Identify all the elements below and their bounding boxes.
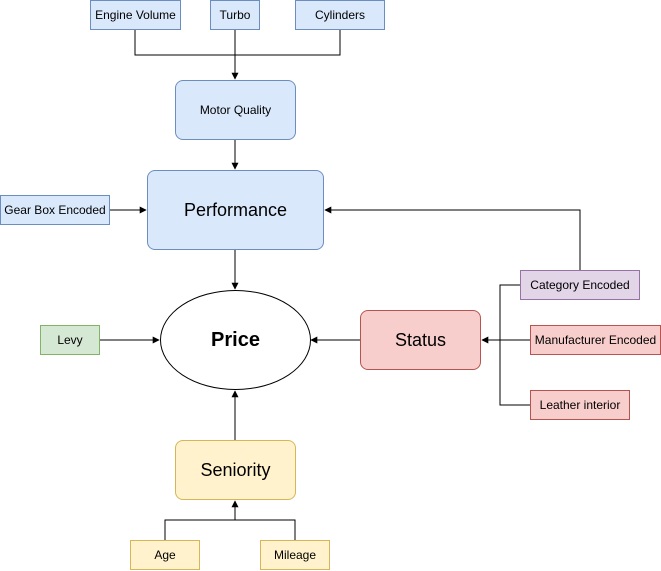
performance-node: Performance [147,170,324,250]
levy-node: Levy [40,325,100,355]
status-node: Status [360,310,481,370]
seniority-node: Seniority [175,440,296,500]
mileage-node: Mileage [260,540,330,570]
leather-interior-node: Leather interior [530,390,630,420]
edge-engine-volume-to-motor-quality [134,30,235,56]
turbo-node: Turbo [210,0,260,30]
age-node: Age [130,540,200,570]
price-node: Price [160,290,311,390]
edge-cylinders-to-motor-quality [235,30,341,56]
cylinders-node: Cylinders [295,0,385,30]
edge-age-to-seniority [164,519,235,540]
manufacturer-encoded-node: Manufacturer Encoded [530,325,661,355]
engine-volume-node: Engine Volume [90,0,181,30]
edge-leather-to-status [499,340,530,406]
motor-quality-node: Motor Quality [175,80,296,140]
edge-category-to-performance [324,206,581,270]
edge-mileage-to-seniority [235,519,296,540]
category-encoded-node: Category Encoded [520,270,640,300]
gear-box-encoded-node: Gear Box Encoded [0,195,110,225]
edge-category-to-status [499,284,520,340]
